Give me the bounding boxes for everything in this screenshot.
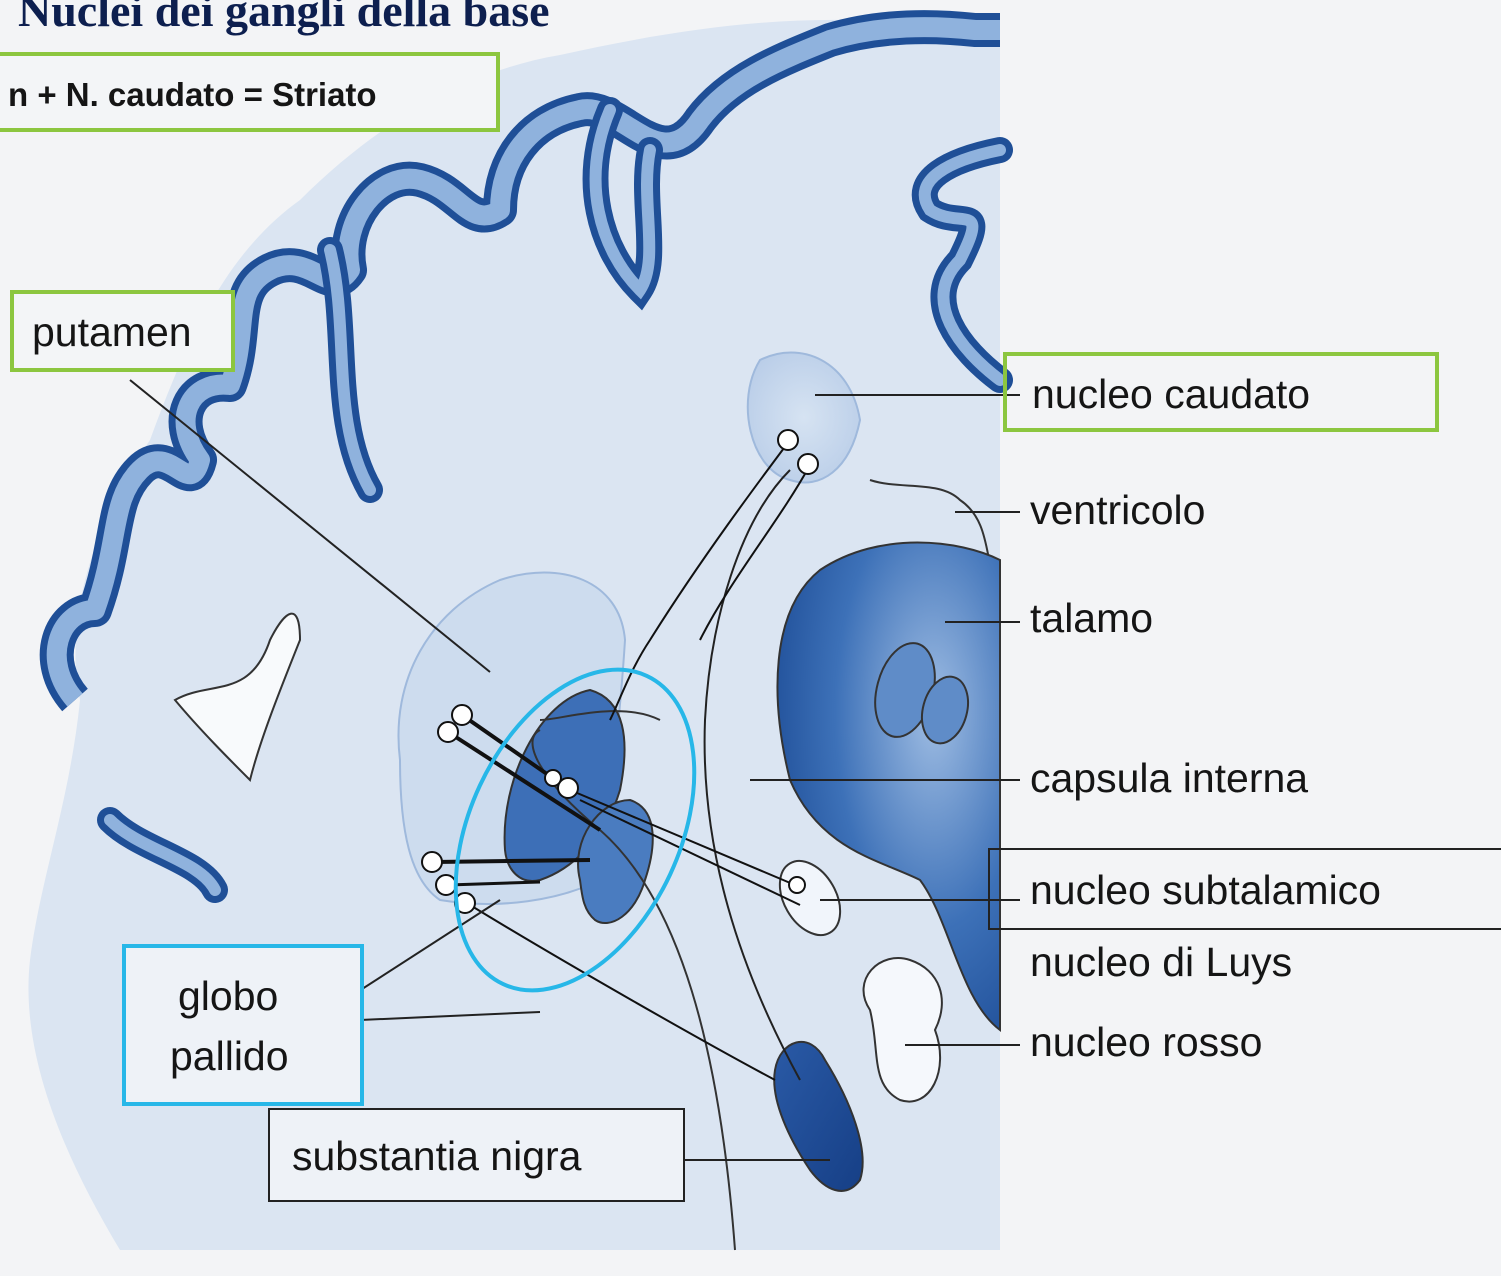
putamen-label: putamen — [32, 312, 192, 353]
striato-formula-text: n + N. caudato = Striato — [8, 78, 377, 111]
striato-formula-box: n + N. caudato = Striato — [0, 52, 500, 132]
substantia-nigra-box: substantia nigra — [268, 1108, 685, 1202]
substantia-nigra-label: substantia nigra — [292, 1136, 581, 1177]
putamen-box: putamen — [10, 290, 235, 372]
pallido-label: pallido — [170, 1036, 289, 1077]
ventricolo-label: ventricolo — [1030, 490, 1205, 531]
nucleo-caudato-box: nucleo caudato — [1003, 352, 1439, 432]
talamo-label: talamo — [1030, 598, 1153, 639]
nucleo-rosso-label: nucleo rosso — [1030, 1022, 1262, 1063]
capsula-interna-label: capsula interna — [1030, 758, 1308, 799]
globo-pallido-box: globo pallido — [122, 944, 364, 1106]
page-title: Nuclei dei gangli della base — [18, 0, 550, 37]
nucleo-caudato-label: nucleo caudato — [1032, 374, 1310, 415]
nucleo-subtalamico-box: nucleo subtalamico — [988, 848, 1501, 930]
nucleo-subtalamico-label: nucleo subtalamico — [1030, 870, 1381, 911]
nucleo-di-luys-label: nucleo di Luys — [1030, 942, 1292, 983]
globo-label: globo — [178, 976, 278, 1017]
